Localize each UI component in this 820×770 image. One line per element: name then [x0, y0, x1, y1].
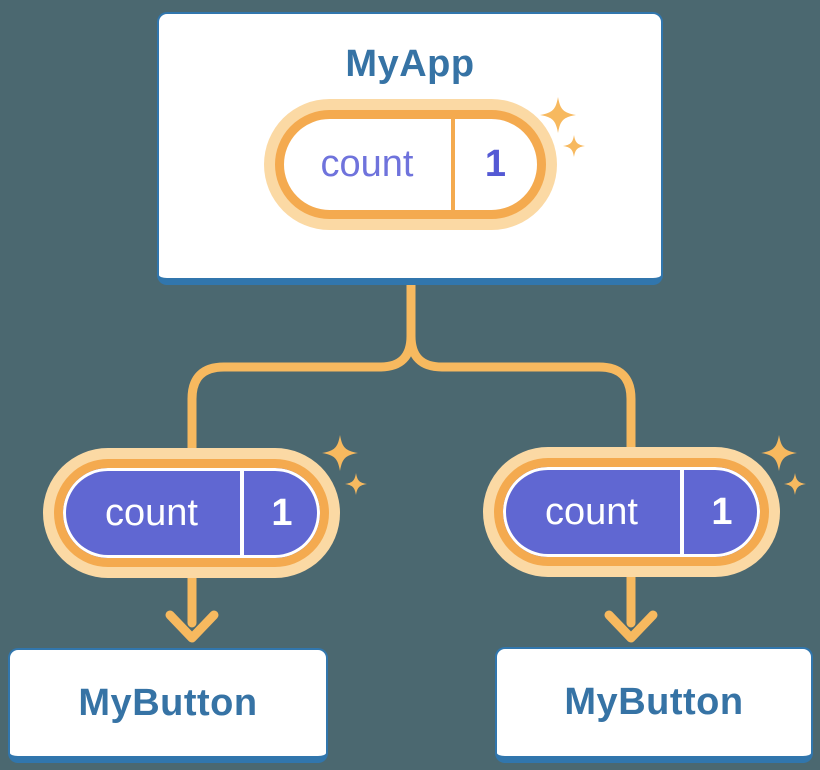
arrow-down-icon [604, 610, 658, 643]
state-pill: count 1 [274, 110, 546, 219]
component-card-mybutton: MyButton [8, 648, 328, 763]
pill-divider [240, 468, 244, 558]
sparkle-star-small [345, 473, 367, 495]
sparkle-star-large [761, 435, 797, 471]
connector-left-branch [187, 280, 416, 628]
state-name: count [545, 490, 638, 533]
sparkle-icon [322, 435, 367, 495]
component-title: MyButton [78, 681, 258, 724]
sparkle-star-small [784, 473, 806, 495]
state-value: 1 [484, 143, 507, 185]
component-title: MyButton [564, 681, 744, 723]
sparkle-star-small [563, 135, 585, 157]
sparkle-icon [761, 435, 806, 495]
state-pill: count 1 [54, 459, 329, 567]
state-name: count [105, 491, 198, 534]
connector-right-branch [406, 280, 636, 628]
component-title: MyApp [345, 43, 475, 85]
component-card-mybutton: MyButton [495, 647, 813, 763]
sparkle-star-large [540, 97, 576, 133]
component-card-myapp: MyApp count 1 [157, 12, 663, 285]
state-pill: count 1 [494, 458, 769, 566]
arrow-down-icon [165, 610, 219, 643]
pill-divider [680, 467, 684, 557]
pill-divider [450, 119, 455, 210]
sparkle-icon [540, 97, 585, 157]
state-name: count [320, 143, 414, 185]
state-value: 1 [271, 491, 293, 534]
sparkle-star-large [322, 435, 358, 471]
state-value: 1 [711, 490, 733, 533]
